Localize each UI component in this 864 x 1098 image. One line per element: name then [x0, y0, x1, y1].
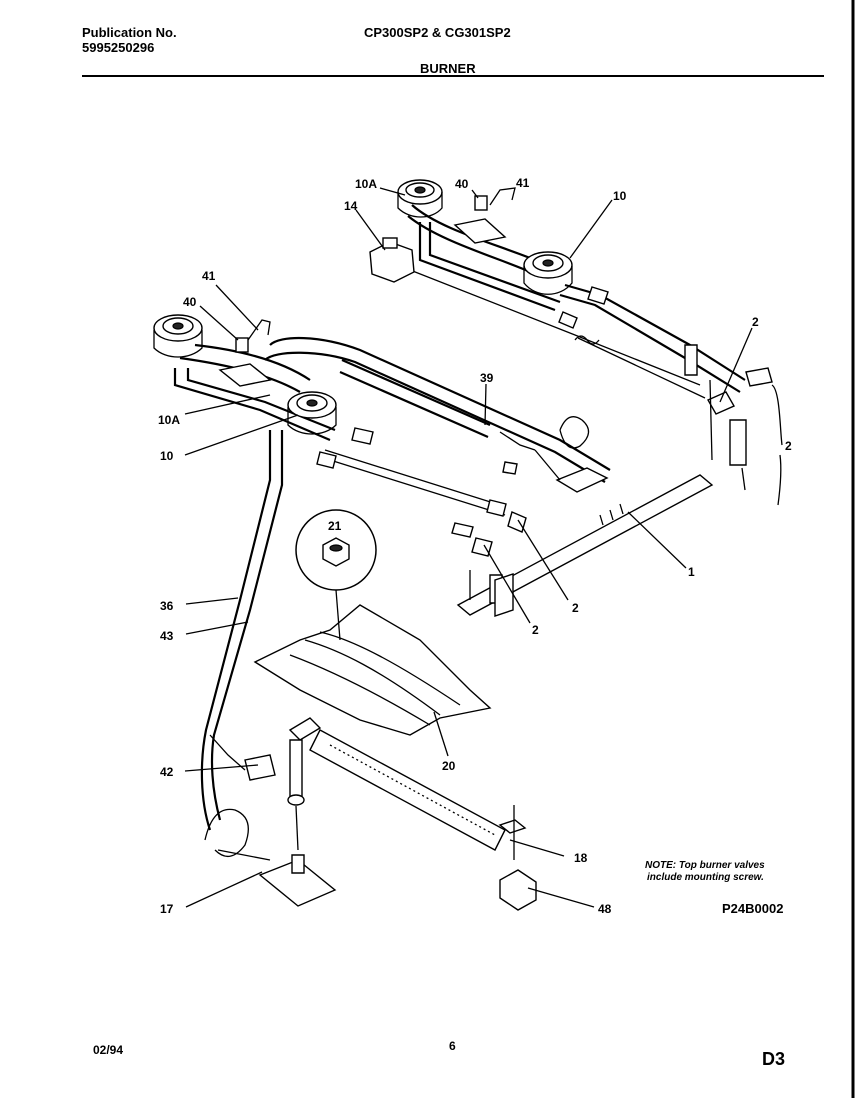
pilot-bracket: [244, 754, 276, 781]
callout-numbers: 10A 40 41 10 14 41 40 10A 10 39 2 2 2 2 …: [158, 176, 792, 916]
callout-10-rear: 10: [613, 189, 627, 203]
model-numbers: CP300SP2 & CG301SP2: [364, 25, 511, 40]
callout-42: 42: [160, 765, 174, 779]
callout-39: 39: [480, 371, 494, 385]
callout-41-rear: 41: [516, 176, 530, 190]
callout-20: 20: [442, 759, 456, 773]
oven-valve-assembly: [204, 808, 337, 907]
callout-40-rear: 40: [455, 177, 469, 191]
section-title: BURNER: [420, 61, 476, 76]
footer-section-code: D3: [762, 1049, 786, 1069]
callout-2-side: 2: [785, 439, 792, 453]
callout-43: 43: [160, 629, 174, 643]
rear-burner-assembly: [369, 179, 773, 491]
callout-14: 14: [344, 199, 358, 213]
callout-1: 1: [688, 565, 695, 579]
callout-10A-left: 10A: [158, 413, 180, 427]
callout-21: 21: [328, 519, 342, 533]
footer-date: 02/94: [93, 1043, 124, 1057]
callout-17: 17: [160, 902, 174, 916]
footer-page-number: 6: [449, 1039, 456, 1053]
callout-10-left: 10: [160, 449, 174, 463]
left-burner-assembly: [153, 314, 611, 557]
callout-36: 36: [160, 599, 174, 613]
orifice-inset: [295, 509, 377, 641]
callout-leader-lines: [184, 187, 783, 908]
callout-2-lower: 2: [532, 623, 539, 637]
callout-10A-rear: 10A: [355, 177, 377, 191]
burner-spreader: [253, 604, 492, 736]
manifold-pipe: [456, 474, 714, 617]
diagram-note-line1: NOTE: Top burner valves: [645, 860, 765, 871]
publication-number: 5995250296: [82, 40, 155, 55]
figure-id: P24B0002: [722, 901, 783, 916]
callout-40-left: 40: [183, 295, 197, 309]
oven-burner-tube: [287, 717, 527, 860]
callout-2-rear: 2: [752, 315, 759, 329]
publication-label: Publication No.: [82, 25, 177, 40]
mounting-bracket: [499, 869, 537, 911]
diagram-note-line2: include mounting screw.: [647, 872, 764, 883]
callout-41-left: 41: [202, 269, 216, 283]
pilot-tubes: [200, 430, 284, 831]
callout-2-front: 2: [572, 601, 579, 615]
callout-18: 18: [574, 851, 588, 865]
callout-48: 48: [598, 902, 612, 916]
